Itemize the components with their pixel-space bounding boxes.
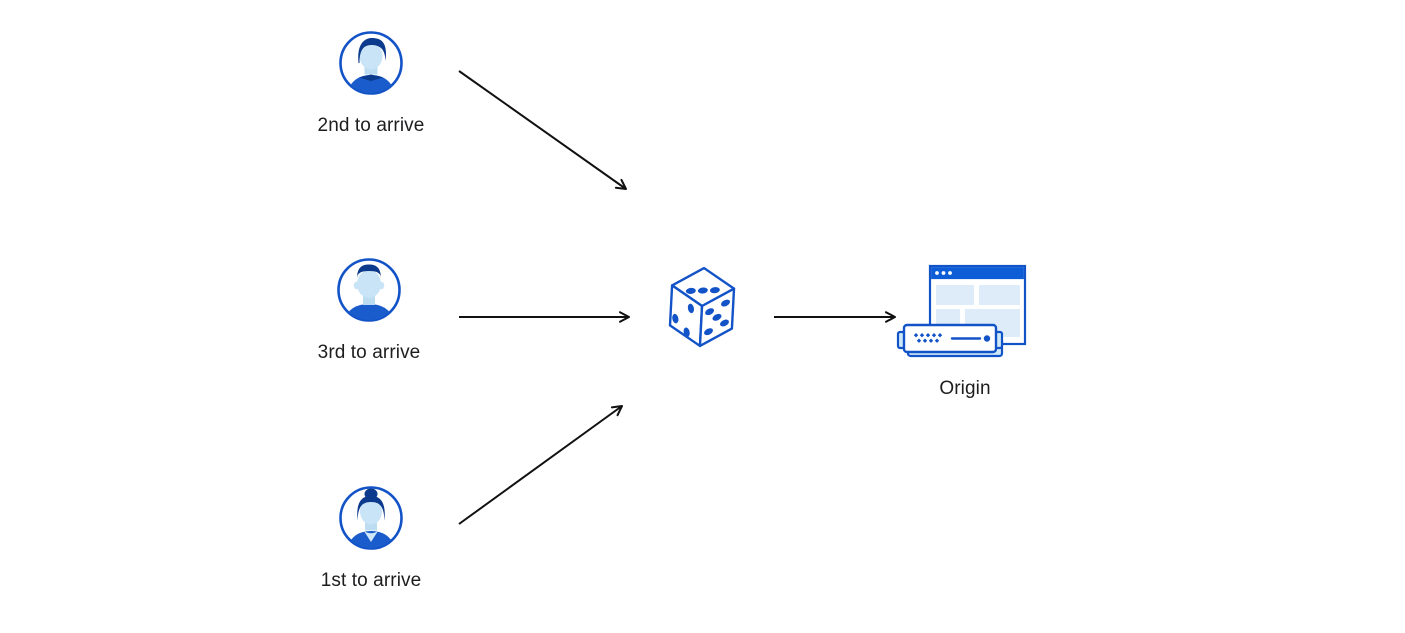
client-node-1st: [338, 485, 404, 551]
dice-icon: [668, 266, 736, 348]
client-node-3rd: [336, 257, 402, 323]
woman-bun-hair-avatar-icon: [339, 486, 403, 550]
client-label-1st: 1st to arrive: [320, 570, 422, 591]
origin-label: Origin: [939, 378, 991, 399]
origin-server-icon: [896, 264, 1027, 358]
arrow-2nd-client-to-dice: [458, 70, 627, 190]
selector-node: [666, 265, 739, 352]
client-label-3rd: 3rd to arrive: [317, 342, 421, 363]
origin-node: [896, 262, 1028, 364]
client-node-2nd: [338, 30, 404, 96]
arrow-1st-client-to-dice: [458, 405, 623, 525]
client-label-2nd: 2nd to arrive: [317, 115, 425, 136]
man-swept-hair-avatar-icon: [339, 31, 403, 95]
man-short-hair-avatar-icon: [337, 258, 401, 322]
